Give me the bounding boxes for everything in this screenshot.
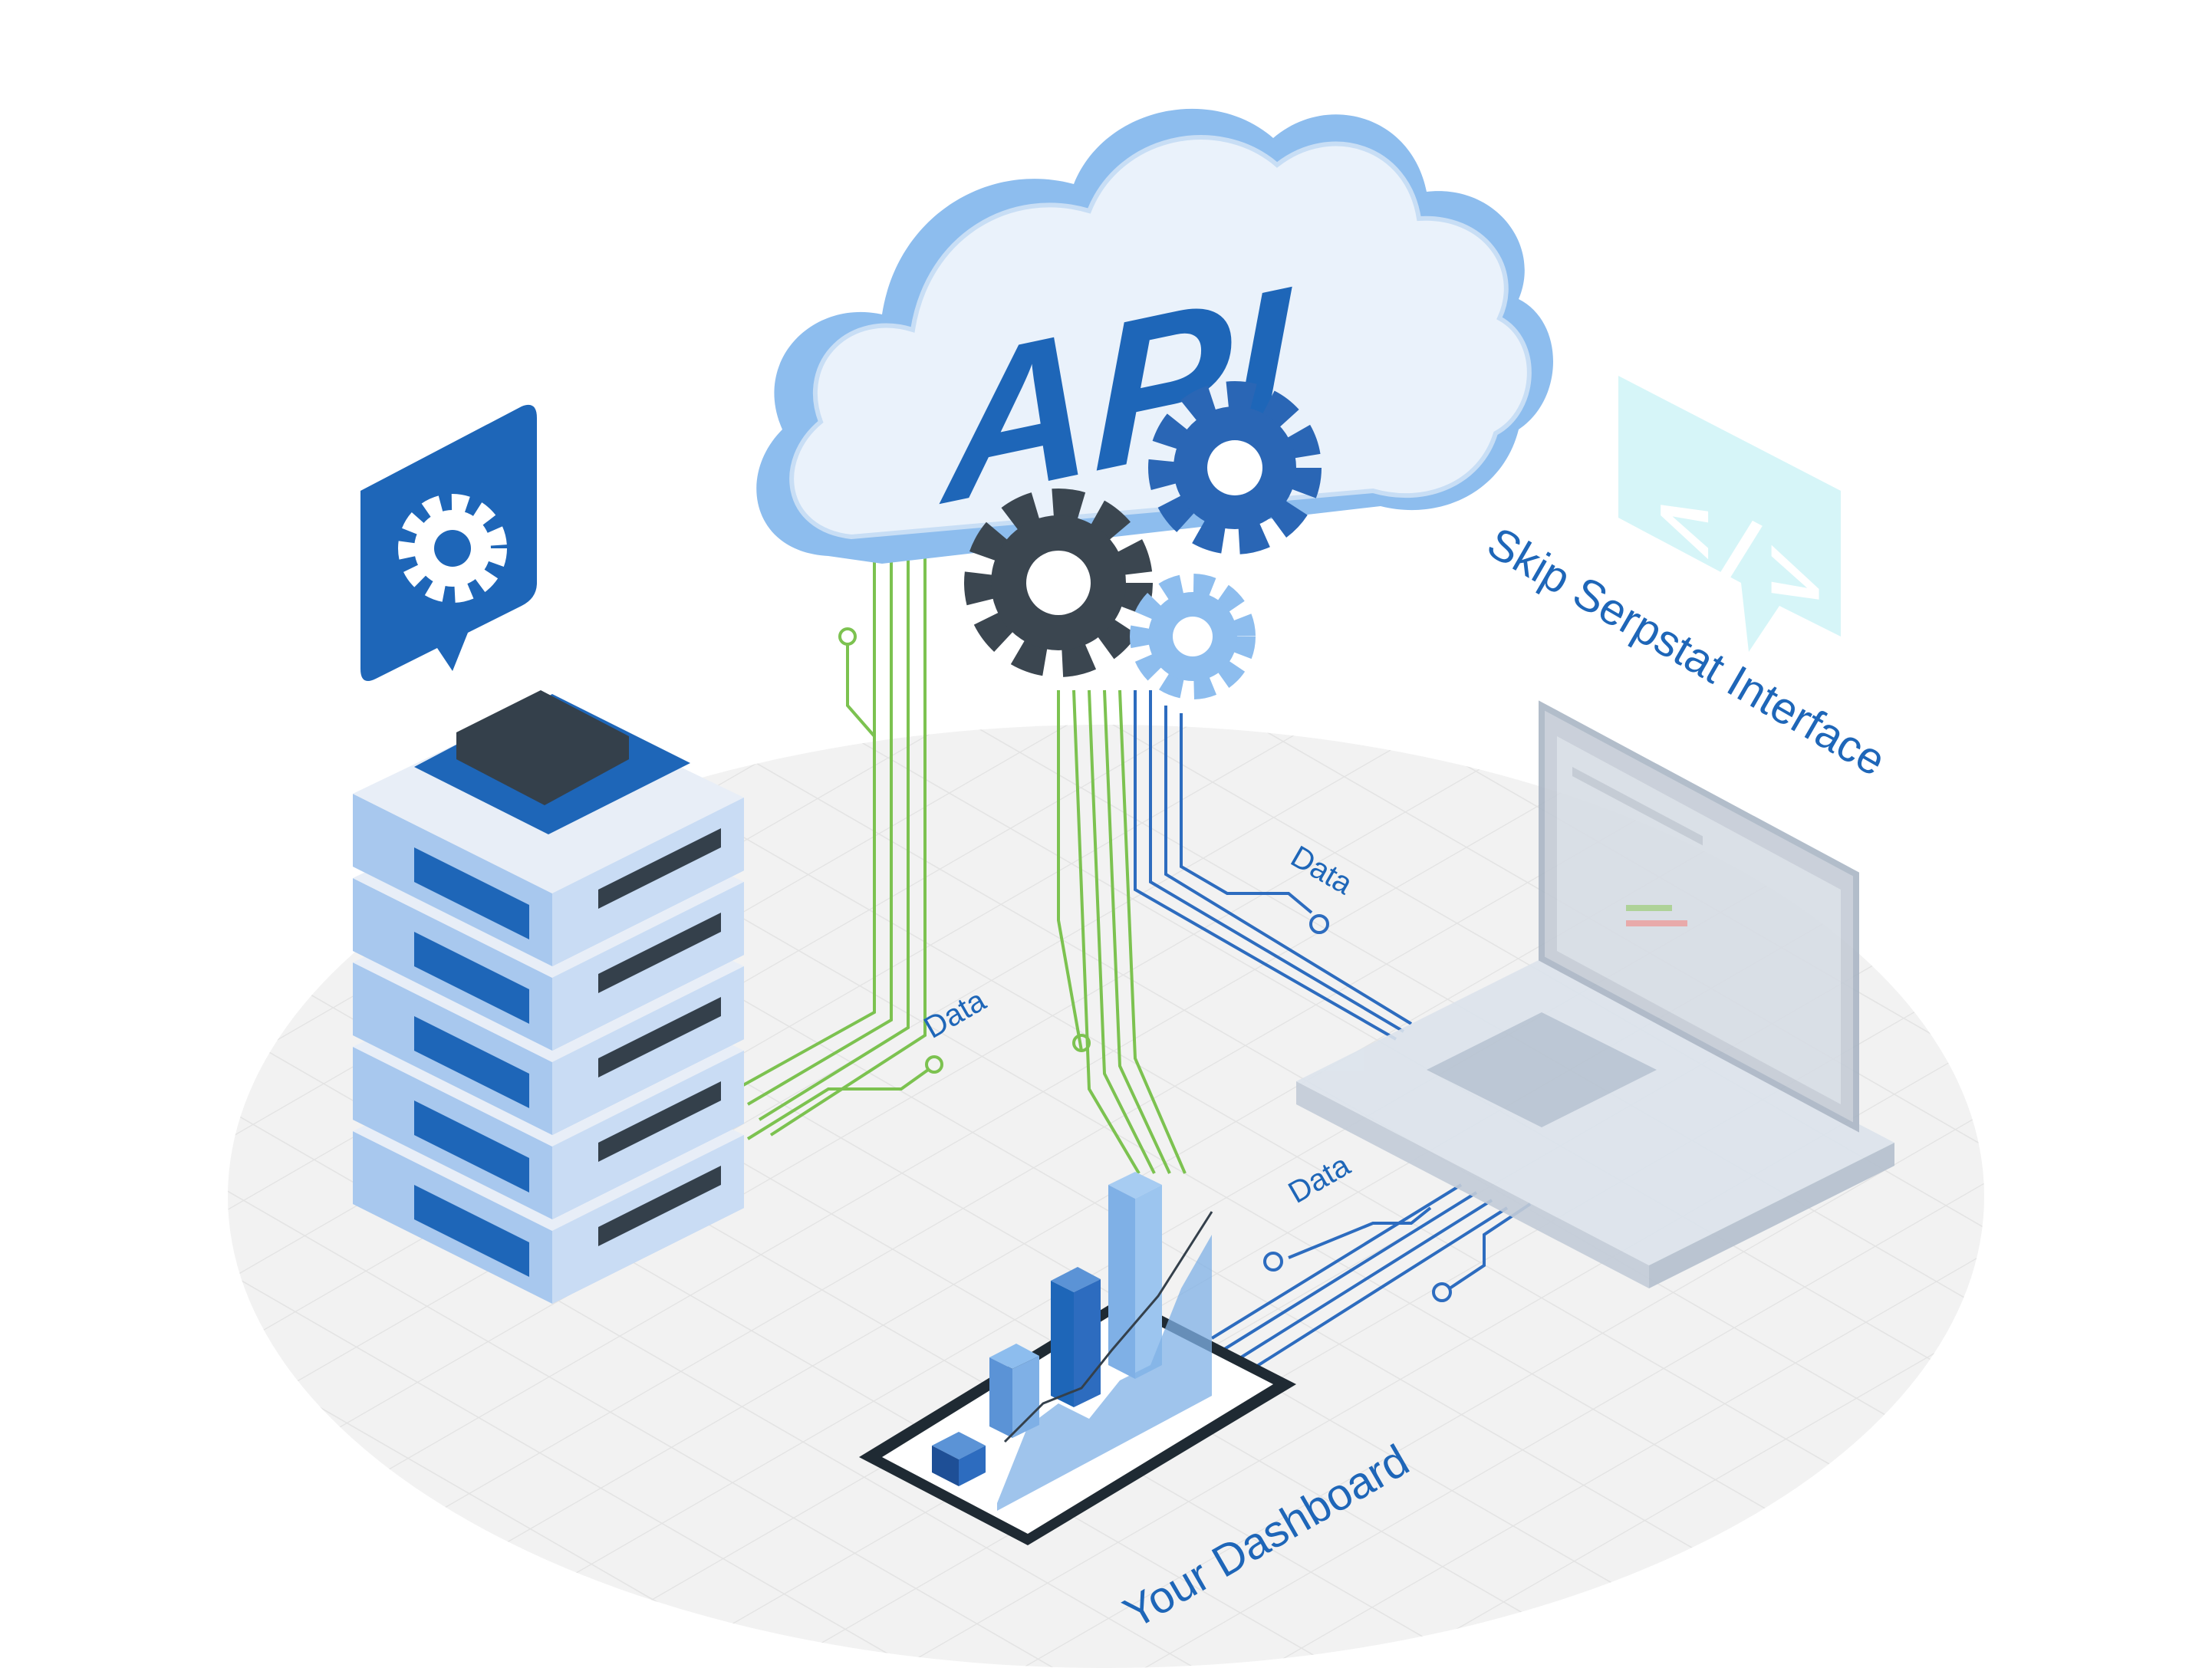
dashboard-chart <box>932 1172 1213 1511</box>
green-connection-lines <box>736 552 1187 1175</box>
laptop <box>1296 700 1894 1288</box>
api-cloud: API <box>756 108 1553 564</box>
dashboard-tablet <box>859 1172 1296 1545</box>
laptop-screen-bar <box>1572 767 1703 846</box>
gears-cluster <box>964 381 1322 699</box>
server-rack <box>353 690 744 1304</box>
server-top-device <box>414 690 690 834</box>
gear-icon <box>1130 574 1256 699</box>
gear-icon <box>964 489 1153 677</box>
server-badge <box>360 404 537 682</box>
blue-connection-lines <box>1134 690 1532 1374</box>
gear-icon <box>1148 381 1322 554</box>
gear-icon <box>398 494 507 603</box>
